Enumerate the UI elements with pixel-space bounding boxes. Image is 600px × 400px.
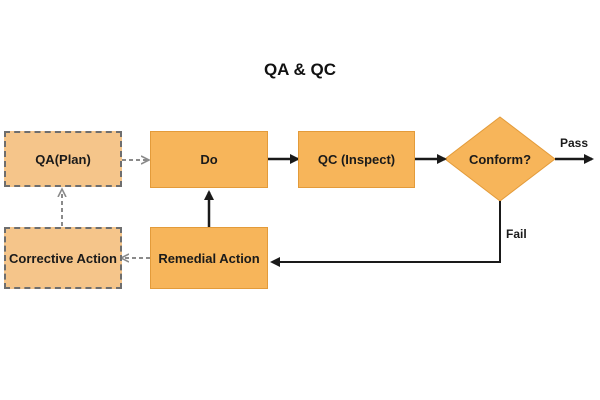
conform-label: Conform? xyxy=(468,151,532,167)
pass-label: Pass xyxy=(560,136,589,150)
fail-label: Fail xyxy=(506,227,527,241)
remedial-action-box: Remedial Action xyxy=(150,227,268,289)
diagram-title: QA & QC xyxy=(263,60,337,79)
qc-inspect-box: QC (Inspect) xyxy=(298,131,415,188)
do-box: Do xyxy=(150,131,268,188)
corrective-action-label: Corrective Action xyxy=(9,250,117,266)
remedial-action-label: Remedial Action xyxy=(158,250,260,266)
qa-plan-label: QA(Plan) xyxy=(35,151,91,167)
qc-inspect-label: QC (Inspect) xyxy=(317,152,396,167)
arrow-conform-fail xyxy=(270,201,501,267)
do-label: Do xyxy=(200,152,218,167)
corrective-action-box: Corrective Action xyxy=(4,227,122,289)
qa-plan-box: QA(Plan) xyxy=(4,131,122,187)
